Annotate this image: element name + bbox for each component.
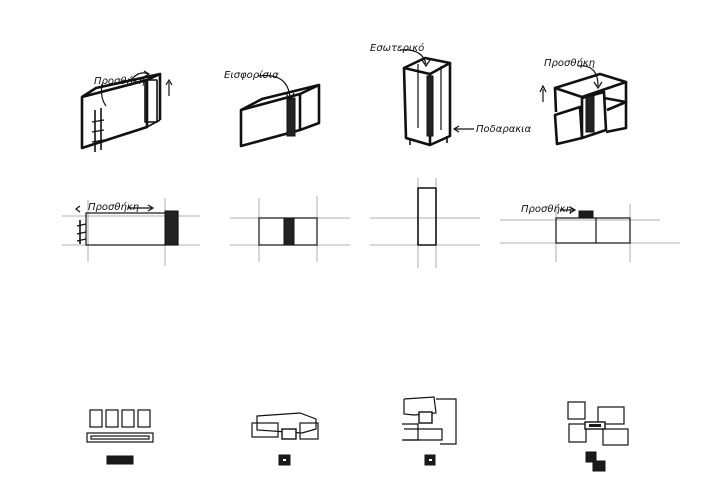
elevation-sketch-4: Προσθήκη (500, 203, 680, 262)
plan-sketch-1 (86, 409, 154, 465)
sketch-2-label: Εισφορίσια (224, 69, 279, 81)
elevation-1-label: Προσθήκη (88, 201, 139, 213)
sketch-4-label: Προσθήκη (544, 57, 595, 69)
sketch-3-label-top: Εσωτερικό (370, 42, 424, 54)
sketch-3-label-bottom: Ποδαρακια (476, 124, 532, 135)
axonometric-sketch-4: Προσθήκη (539, 57, 628, 146)
elevation-4-label: Προσθήκη (521, 203, 572, 215)
elevation-sketch-1: Προσθήκη (62, 198, 200, 266)
axonometric-sketch-2: Εισφορίσια (224, 69, 321, 148)
axonometric-sketch-3: Εσωτερικό Ποδαρακια (370, 42, 532, 147)
plan-sketch-4 (567, 401, 629, 472)
plan-sketch-2 (251, 412, 319, 466)
elevation-sketch-2 (230, 196, 350, 262)
axonometric-sketch-1: Προσθήκη (80, 70, 173, 152)
sketch-1-label: Προσθήκη (94, 75, 145, 87)
plan-sketch-3 (402, 396, 457, 466)
elevation-sketch-3 (370, 178, 480, 268)
